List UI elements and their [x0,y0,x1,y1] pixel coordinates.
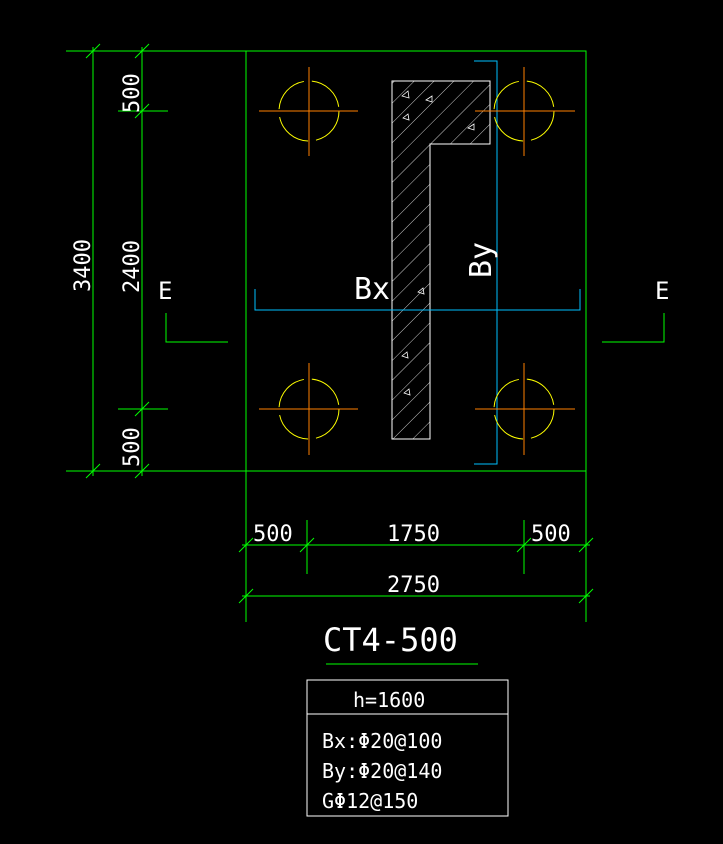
cap-outline [245,50,587,472]
concrete-triangles [401,90,475,396]
section-label-left: E [158,277,172,305]
spec-height: h=1600 [353,688,425,712]
spec-row-bx: Bx:Φ20@100 [322,729,442,753]
horizontal-dimensions [238,471,594,622]
section-label-right: E [655,277,669,305]
rebar-by [474,60,498,465]
dim-vertical-mid: 2400 [120,240,145,293]
section-mark-left: E [158,277,228,343]
spec-row-by: By:Φ20@140 [322,759,442,783]
rebar-bx [254,289,581,311]
pile-bottom-right [475,363,575,455]
dim-horizontal-mid: 1750 [387,522,440,547]
label-by: By [464,242,499,278]
dim-horizontal-left: 500 [253,522,293,547]
dim-horizontal-total: 2750 [387,573,440,598]
spec-table: h=1600 Bx:Φ20@100 By:Φ20@140 GΦ12@150 [306,679,509,817]
drawing-title: CT4-500 [323,621,458,659]
dim-vertical-top: 500 [120,73,145,113]
dim-vertical-total: 3400 [71,239,96,292]
column-l-shape [391,80,491,440]
pile-top-right [475,67,575,156]
section-mark-right: E [602,277,669,343]
label-bx: Bx [354,272,390,307]
dim-horizontal-right: 500 [531,522,571,547]
spec-row-g: GΦ12@150 [322,789,418,813]
pile-top-left [259,67,358,156]
vertical-dimensions [66,43,246,479]
pile-bottom-left [259,363,358,455]
dim-vertical-bottom: 500 [120,427,145,467]
